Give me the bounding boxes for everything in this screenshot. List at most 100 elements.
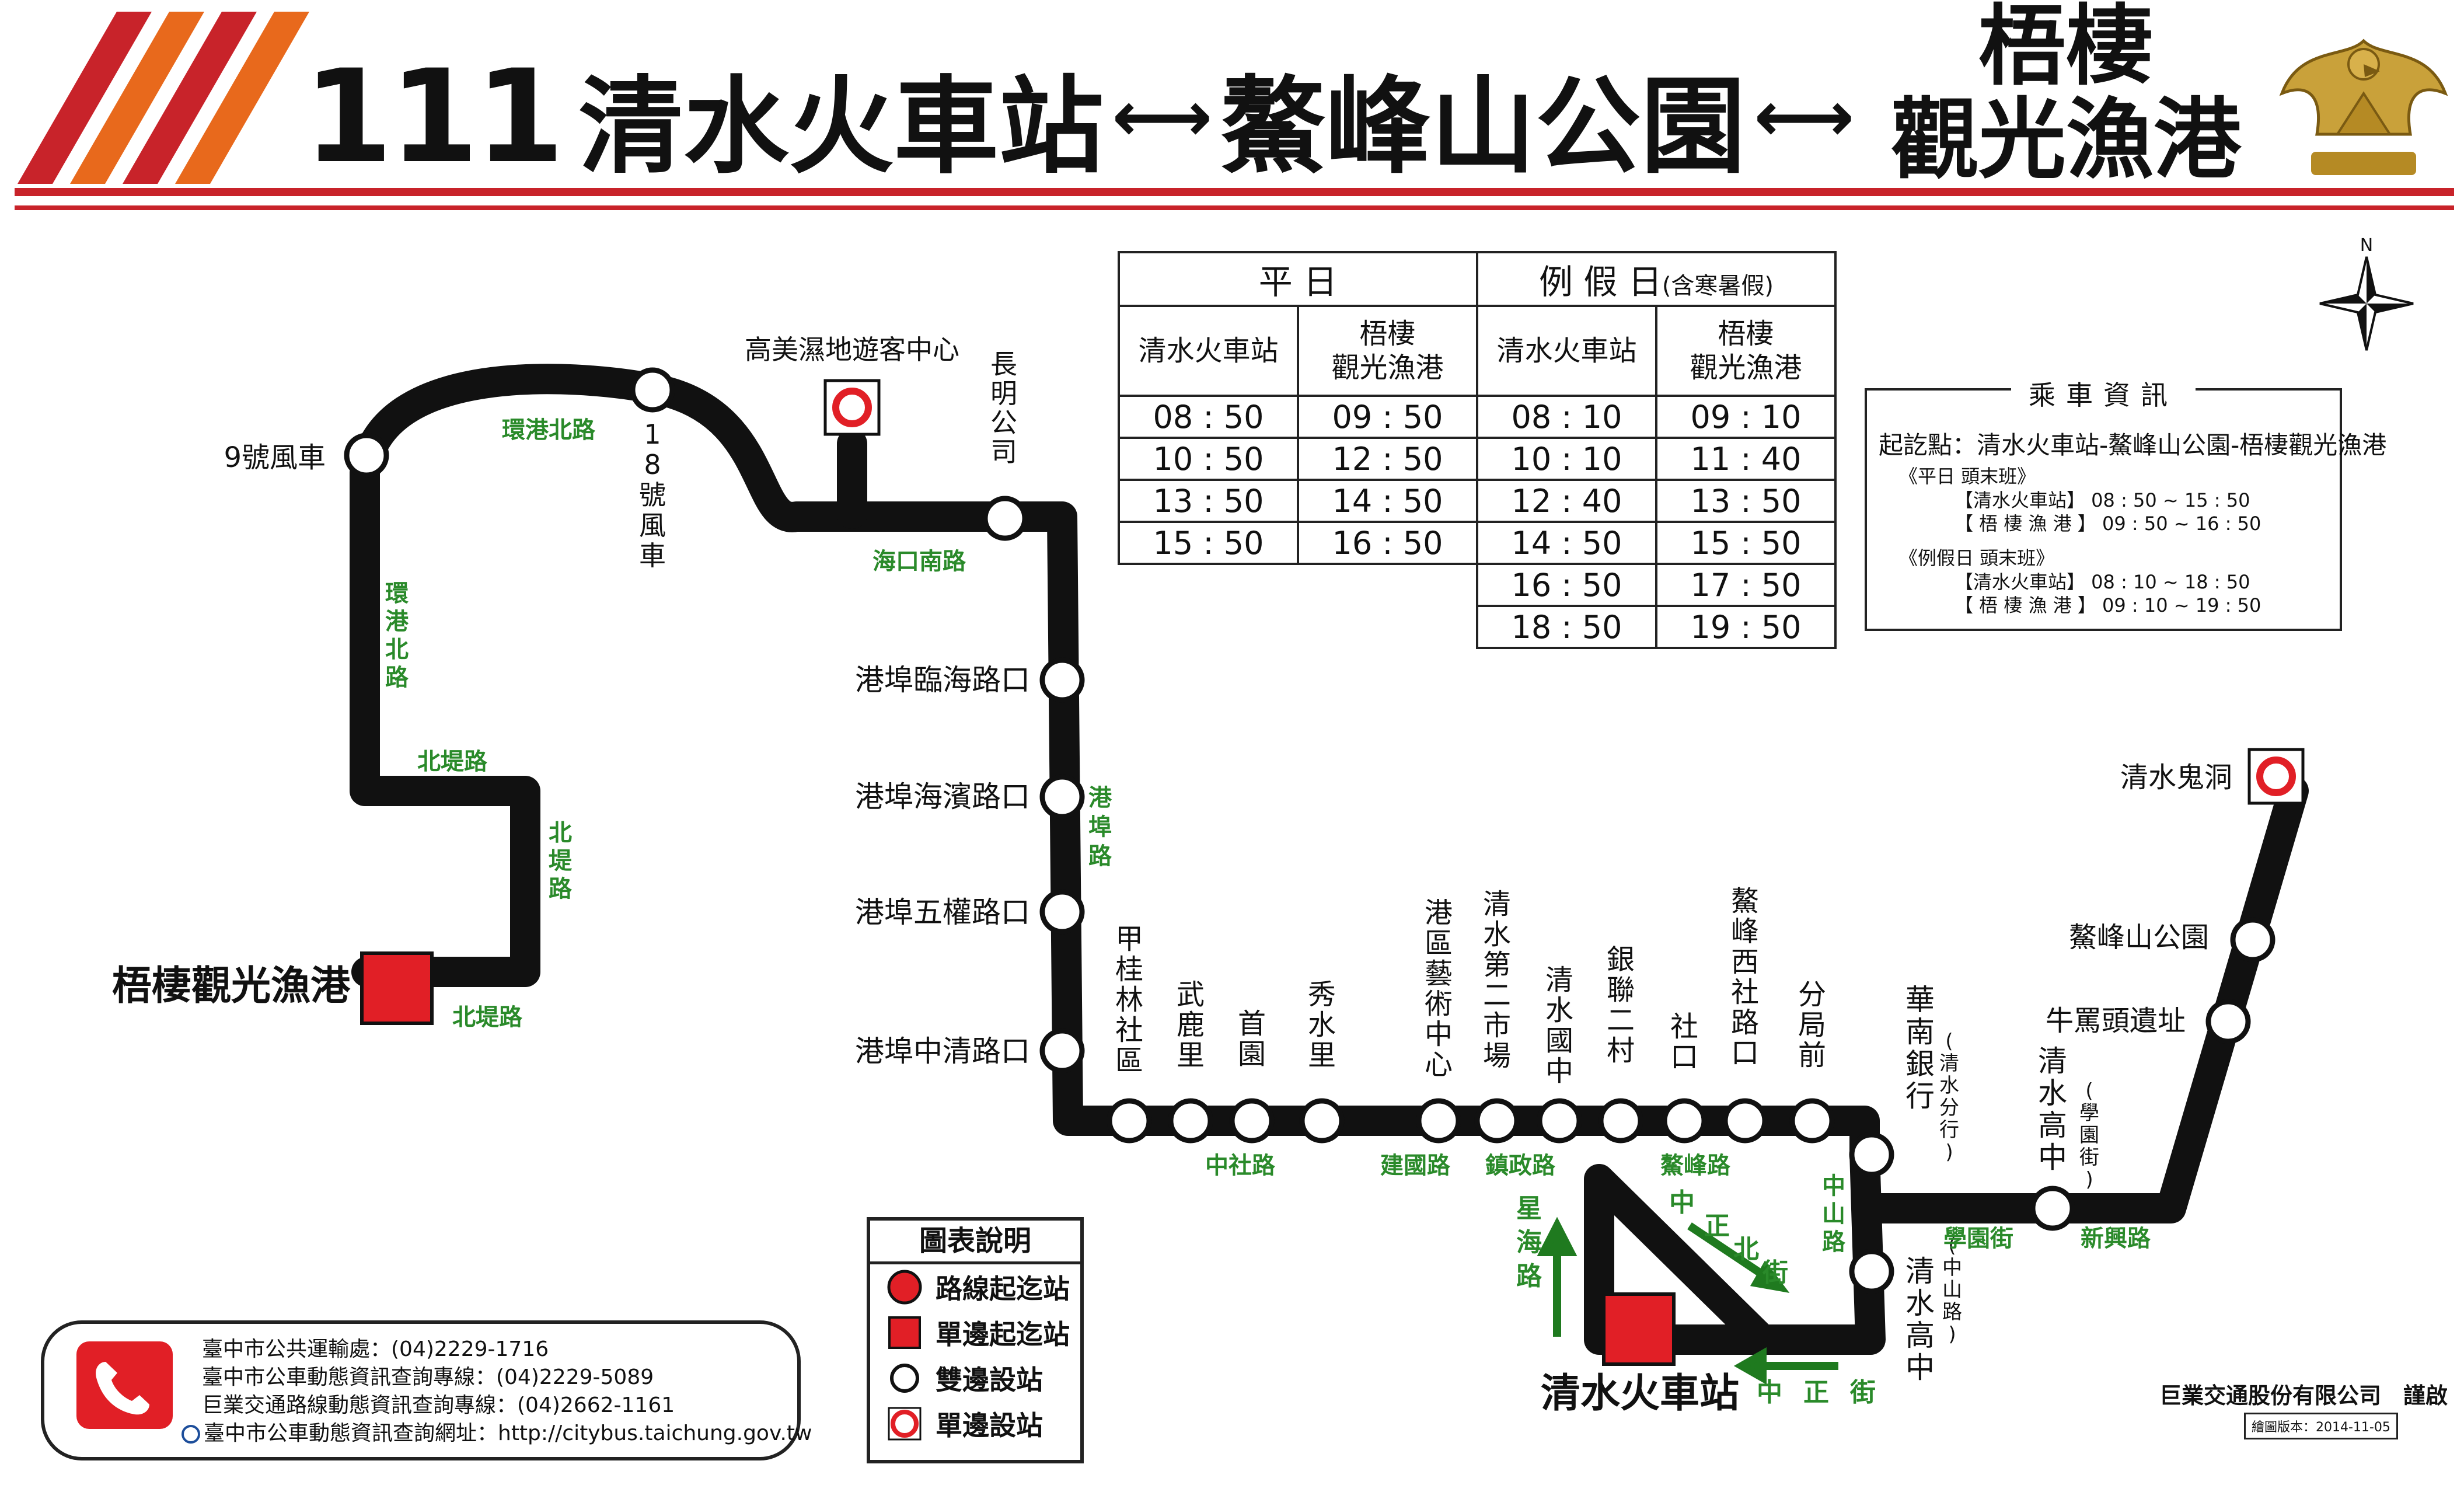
stop-marker [1537, 1098, 1582, 1144]
legend-row: 單邊起迄站 [870, 1310, 1080, 1355]
route-title: 111 清水火車站 ⟷ 鰲峰山公園 ⟷ [303, 41, 1862, 193]
contact-line-2: 臺中市公車動態資訊查詢專線：(04)2229-5089 [202, 1365, 654, 1389]
stop-label: 港埠中清路口 [855, 1034, 1030, 1068]
stop-marker [1107, 1098, 1152, 1144]
contact-line-3: 巨業交通路線動態資訊查詢專線：(04)2662-1161 [202, 1393, 675, 1417]
compass-icon: N [2319, 235, 2414, 351]
info-weekday-end: 【 梧 棲 漁 港 】 09 : 50 ~ 16 : 50 [1955, 513, 2261, 535]
stop-marker [1039, 657, 1085, 703]
stop-marker [1662, 1098, 1707, 1144]
stop-label: 華南銀行 [1905, 983, 1935, 1113]
contact-line-4[interactable]: 臺中市公車動態資訊查詢網址：http://citybus.taichung.go… [182, 1416, 812, 1446]
stop-label: 分局前 [1798, 978, 1826, 1072]
road-label: 海口南路 [872, 548, 966, 575]
red-circle-icon [887, 1269, 923, 1305]
road-label: 港埠路 [1088, 785, 1112, 870]
globe-icon [182, 1425, 200, 1444]
info-title: 乘車資訊 [2011, 379, 2196, 411]
header-stripes [15, 12, 2454, 210]
stop-label: 銀聯二村 [1607, 943, 1635, 1067]
stop-marker [2230, 917, 2275, 963]
contact-line-1: 臺中市公共運輸處：(04)2229-1716 [202, 1337, 549, 1361]
departure-time: 10 : 50 [1118, 437, 1299, 481]
stop-marker [1039, 889, 1085, 935]
ride-info-box: 乘車資訊 起訖點：清水火車站-鰲峰山公園-梧棲觀光漁港 《平日 頭末班》 【清水… [1865, 379, 2386, 631]
stop-label: 長明公司 [990, 348, 1017, 468]
stop-marker [1598, 1098, 1643, 1144]
info-holiday-end: 【 梧 棲 漁 港 】 09 : 10 ~ 19 : 50 [1955, 594, 2261, 616]
road-label: 中正北街 [1669, 1188, 1788, 1288]
departure-time: 15 : 50 [1655, 521, 1837, 565]
title-station-start: 清水火車站 [578, 65, 1104, 188]
stop-marker [1722, 1098, 1768, 1144]
single-stop-ring [832, 388, 872, 427]
stop-label: 鰲峰山公園 [2069, 921, 2209, 954]
stop-marker [1849, 1132, 1894, 1177]
company-name: 巨業交通股份有限公司 謹啟 [2159, 1383, 2448, 1409]
road-label: 中社路 [1205, 1152, 1276, 1179]
stop-label: 甲桂林社區 [1115, 923, 1143, 1077]
double-arrow-icon: ⟷ [1754, 76, 1855, 158]
single-stop-icon [887, 1406, 923, 1442]
stop-marker [1039, 1028, 1085, 1073]
stop-label: 首園 [1238, 1008, 1266, 1071]
stop-label: 武鹿里 [1177, 978, 1205, 1072]
road-label: 中正街 [1757, 1378, 1876, 1407]
info-endpoints: 起訖點：清水火車站-鰲峰山公園-梧棲觀光漁港 [1879, 431, 2387, 459]
departure-time: 16 : 50 [1297, 521, 1478, 565]
stop-marker [630, 367, 675, 413]
stop-label: (中山路) [1942, 1234, 1962, 1346]
departure-time: 14 : 50 [1297, 479, 1478, 523]
legend-title: 圖表說明 [870, 1221, 1080, 1264]
weekday-header: 平 日 [1118, 251, 1478, 307]
terminal-label: 清水火車站 [1541, 1371, 1739, 1417]
road-label: 鎮政路 [1485, 1152, 1556, 1179]
stop-label: 清水第二市場 [1483, 888, 1511, 1072]
route-number: 111 [303, 42, 564, 191]
holiday-header: 例 假 日(含寒暑假) [1476, 251, 1837, 307]
departure-time: 16 : 50 [1476, 563, 1657, 607]
departure-time: 12 : 40 [1476, 479, 1657, 523]
legend-row: 單邊設站 [870, 1401, 1080, 1446]
road-label: 新興路 [2081, 1225, 2151, 1252]
departure-time: 17 : 50 [1655, 563, 1837, 607]
stop-marker [2205, 999, 2251, 1044]
departure-time: 13 : 50 [1655, 479, 1837, 523]
terminal-square-marker [360, 951, 434, 1025]
stop-label: 鰲峰西社路口 [1731, 885, 1759, 1069]
version-label: 繪圖版本：2014-11-05 [2244, 1413, 2398, 1439]
stop-markers [344, 367, 2305, 1366]
stop-marker [1474, 1098, 1520, 1144]
stop-marker [982, 496, 1028, 541]
departure-time: 11 : 40 [1655, 437, 1837, 481]
col-start-holiday: 清水火車站 [1476, 305, 1657, 397]
col-end-holiday: 梧棲觀光漁港 [1655, 305, 1837, 397]
legend-row: 雙邊設站 [870, 1355, 1080, 1401]
contact-box: 臺中市公共運輸處：(04)2229-1716 臺中市公車動態資訊查詢專線：(04… [41, 1320, 812, 1460]
info-weekday-start: 【清水火車站】 08 : 50 ~ 15 : 50 [1955, 489, 2250, 511]
stop-marker [1849, 1249, 1894, 1294]
departure-time: 08 : 50 [1118, 395, 1299, 439]
red-square-icon [887, 1315, 923, 1351]
stop-marker [2030, 1186, 2075, 1231]
phone-icon [76, 1341, 173, 1429]
road-label: 環港北路 [385, 580, 409, 691]
timetable: 平 日 例 假 日(含寒暑假) 清水火車站 梧棲觀光漁港 清水火車站 梧棲觀光漁… [1118, 251, 1837, 649]
stop-label: 清水高中 [2038, 1044, 2067, 1174]
departure-time: 13 : 50 [1118, 479, 1299, 523]
info-holiday-label: 《例假日 頭末班》 [1899, 547, 2055, 569]
compass-north-label: N [2360, 235, 2373, 256]
departure-time: 09 : 10 [1655, 395, 1837, 439]
stop-label: 牛罵頭遺址 [2046, 1005, 2186, 1037]
stop-label: 清水國中 [1545, 964, 1573, 1087]
one-way-arrows [1537, 1216, 1838, 1385]
road-label: 學園街 [1943, 1225, 2013, 1252]
departure-time: 14 : 50 [1476, 521, 1657, 565]
single-stop-ring [2256, 757, 2296, 796]
stop-marker [1789, 1098, 1835, 1144]
stop-label: 清水鬼洞 [2120, 761, 2232, 794]
